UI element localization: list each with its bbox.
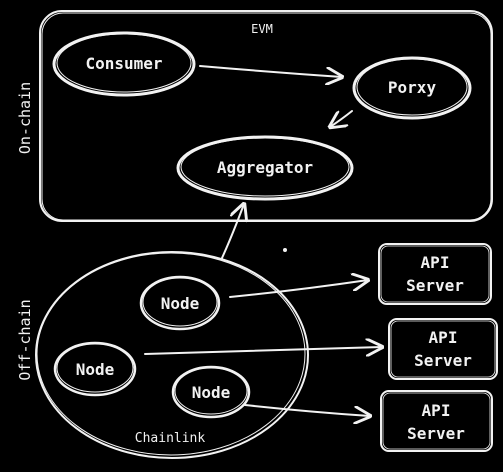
api-server-1: API Server — [378, 243, 492, 305]
api-server-3: API Server — [380, 390, 493, 452]
node1-to-server1-arrow — [229, 280, 368, 298]
consumer-to-proxy-arrow — [199, 65, 342, 77]
chainlink-region: Chainlink — [35, 251, 309, 459]
api-server-3-line1: API — [422, 401, 451, 420]
aggregator-node: Aggregator — [176, 135, 354, 201]
node2-to-server2-arrow — [144, 347, 382, 354]
node-1: Node — [139, 275, 221, 331]
on-chain-label: On-chain — [16, 82, 34, 154]
api-server-1-line1: API — [421, 253, 450, 272]
consumer-node: Consumer — [52, 31, 196, 97]
node-2-label: Node — [76, 360, 115, 379]
evm-region: EVM — [39, 10, 493, 222]
api-server-2: API Server — [388, 318, 498, 380]
api-server-1-line2: Server — [406, 276, 464, 295]
api-server-3-line2: Server — [407, 424, 465, 443]
node-1-label: Node — [161, 294, 200, 313]
stray-dot — [283, 248, 287, 252]
consumer-label: Consumer — [85, 54, 162, 73]
node-2: Node — [53, 341, 137, 397]
node-3-label: Node — [192, 383, 231, 402]
off-chain-label: Off-chain — [16, 299, 34, 380]
api-server-2-line2: Server — [414, 351, 472, 370]
evm-label: EVM — [251, 22, 273, 36]
chainlink-to-aggregator-arrow — [221, 204, 244, 259]
proxy-label: Porxy — [388, 78, 437, 97]
aggregator-label: Aggregator — [217, 158, 313, 177]
proxy-node: Porxy — [352, 56, 472, 120]
proxy-to-aggregator-arrow — [330, 110, 353, 127]
api-server-2-line1: API — [429, 328, 458, 347]
node3-to-server3-arrow — [244, 404, 370, 416]
node-3: Node — [171, 365, 251, 419]
chainlink-label: Chainlink — [135, 431, 206, 446]
